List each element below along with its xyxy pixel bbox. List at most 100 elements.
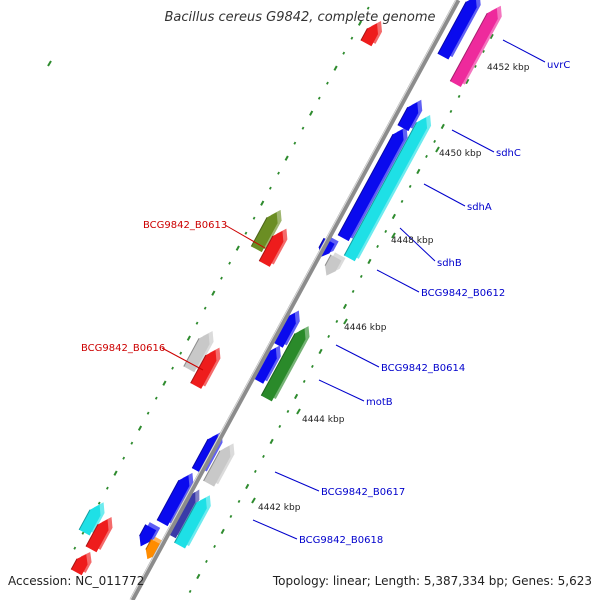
tick-mark: [81, 531, 85, 535]
feature-orange-edge: [145, 539, 152, 550]
feature-red-left-edge: [85, 524, 99, 547]
map-title: Bacillus cereus G9842, complete genome: [164, 10, 436, 25]
tick-mark: [425, 154, 428, 158]
feature-cyan-lower-edge: [174, 502, 197, 544]
gene-label-sdhC[interactable]: sdhC: [496, 148, 521, 159]
feature-BCG9842_B0612: [324, 252, 346, 276]
feature-red-bottom-face: [71, 554, 88, 576]
feature-sdhA-face: [338, 129, 404, 242]
feature-small-up-edge: [397, 107, 409, 126]
gene-label-BCG9842_B0617[interactable]: BCG9842_B0617: [321, 487, 405, 498]
feature-BCG9842_B0612-face: [325, 254, 342, 276]
feature-BCG9842_B0616: [190, 347, 221, 389]
tick-mark: [333, 65, 338, 71]
gene-label-sdhB[interactable]: sdhB: [437, 258, 462, 269]
feature-uvrC: [449, 5, 502, 88]
feature-cyan-left: [78, 502, 105, 536]
tick-mark: [366, 6, 370, 10]
feature-BCG9842_B0614-top-face: [272, 312, 296, 348]
feature-sdhA-edge: [337, 134, 394, 236]
tick-mark: [465, 78, 470, 85]
tick-mark: [146, 411, 150, 415]
tick-mark: [252, 216, 256, 220]
feature-top-red-edge: [360, 28, 368, 41]
gene-label-uvrC[interactable]: uvrC: [547, 60, 570, 71]
gene-label-BCG9842_B0618[interactable]: BCG9842_B0618: [299, 535, 383, 546]
kbp-marker-4448: 4448 kbp: [391, 236, 434, 246]
tick-mark: [335, 319, 339, 323]
leader-line: [451, 129, 495, 153]
kbp-tick: [343, 318, 348, 325]
leader-line: [224, 224, 266, 249]
tick-mark: [318, 348, 323, 355]
tick-mark: [137, 425, 143, 431]
tick-mark: [228, 261, 232, 265]
tick-mark: [433, 139, 437, 143]
gene-label-BCG9842_B0614[interactable]: BCG9842_B0614: [381, 363, 465, 374]
feature-small-up-face: [397, 102, 419, 132]
kbp-tick: [435, 146, 440, 153]
feature-BCG9842_B0618-face: [157, 475, 190, 527]
tick-mark: [359, 274, 363, 278]
feature-BCG9842_B0612-edge: [324, 254, 332, 266]
gene-label-sdhA[interactable]: sdhA: [467, 202, 492, 213]
tick-mark: [317, 96, 321, 100]
tick-mark: [97, 501, 101, 505]
tick-mark: [211, 290, 216, 296]
tick-mark: [311, 364, 314, 368]
genome-backbone: [129, 0, 461, 600]
feature-sdhB-edge: [318, 237, 325, 248]
tick-mark: [286, 409, 290, 413]
gene-label-motB[interactable]: motB: [366, 397, 393, 408]
tick-mark: [326, 81, 329, 85]
feature-motB: [260, 326, 310, 402]
tick-mark: [235, 245, 240, 251]
feature-BCG9842_B0617-grey-face: [203, 445, 231, 487]
tick-mark: [229, 514, 233, 518]
tick-mark: [351, 289, 355, 293]
kbp-tick: [391, 232, 396, 239]
tick-mark: [195, 321, 199, 325]
feature-cyan-lower-face: [174, 497, 207, 549]
tick-mark: [400, 199, 404, 203]
gene-label-BCG9842_B0613[interactable]: BCG9842_B0613: [143, 220, 227, 231]
feature-sdhC-face: [344, 117, 428, 262]
tick-mark: [482, 49, 485, 53]
tick-mark: [188, 589, 192, 593]
tick-mark: [73, 546, 77, 550]
tick-mark: [342, 303, 348, 310]
feature-BCG9842_B0618-edge: [156, 480, 180, 521]
feature-BCG9842_B0613-face: [259, 230, 284, 267]
kbp-marker-4446: 4446 kbp: [344, 323, 387, 333]
feature-BCG9842_B0616-grey: [183, 330, 214, 373]
genome-backbone-highlight: [129, 0, 457, 600]
feature-BCG9842_B0617-edge: [191, 438, 209, 469]
leader-line: [252, 519, 298, 540]
tick-mark: [416, 168, 421, 175]
tick-mark: [294, 393, 299, 400]
feature-BCG9842_B0618: [156, 472, 194, 527]
tick-mark: [489, 33, 494, 40]
feature-red-bottom-edge: [70, 558, 78, 570]
tick-mark: [262, 454, 265, 458]
feature-uvrC-neighbour-edge: [437, 1, 467, 55]
tick-mark: [253, 469, 257, 473]
gene-label-BCG9842_B0616[interactable]: BCG9842_B0616: [81, 343, 165, 354]
tick-mark: [269, 438, 274, 445]
leader-line: [376, 269, 420, 293]
feature-cyan-left-edge: [78, 509, 91, 531]
feature-BCG9842_B0617-grey: [203, 443, 235, 487]
feature-BCG9842_B0616-grey-edge: [183, 338, 200, 367]
feature-red-left-face: [85, 519, 109, 553]
tick-mark: [309, 110, 314, 116]
feature-BCG9842_B0617-grey-edge: [203, 450, 221, 482]
kbp-marker-4442: 4442 kbp: [258, 503, 301, 513]
tick-mark: [186, 335, 191, 341]
kbp-marker-4444: 4444 kbp: [302, 415, 345, 425]
tick-mark: [122, 456, 126, 460]
feature-small-blue-lower-edge: [139, 524, 147, 537]
tick-mark: [408, 184, 412, 188]
tick-mark: [384, 229, 388, 233]
gene-label-BCG9842_B0612[interactable]: BCG9842_B0612: [421, 288, 505, 299]
leader-line: [502, 39, 546, 63]
